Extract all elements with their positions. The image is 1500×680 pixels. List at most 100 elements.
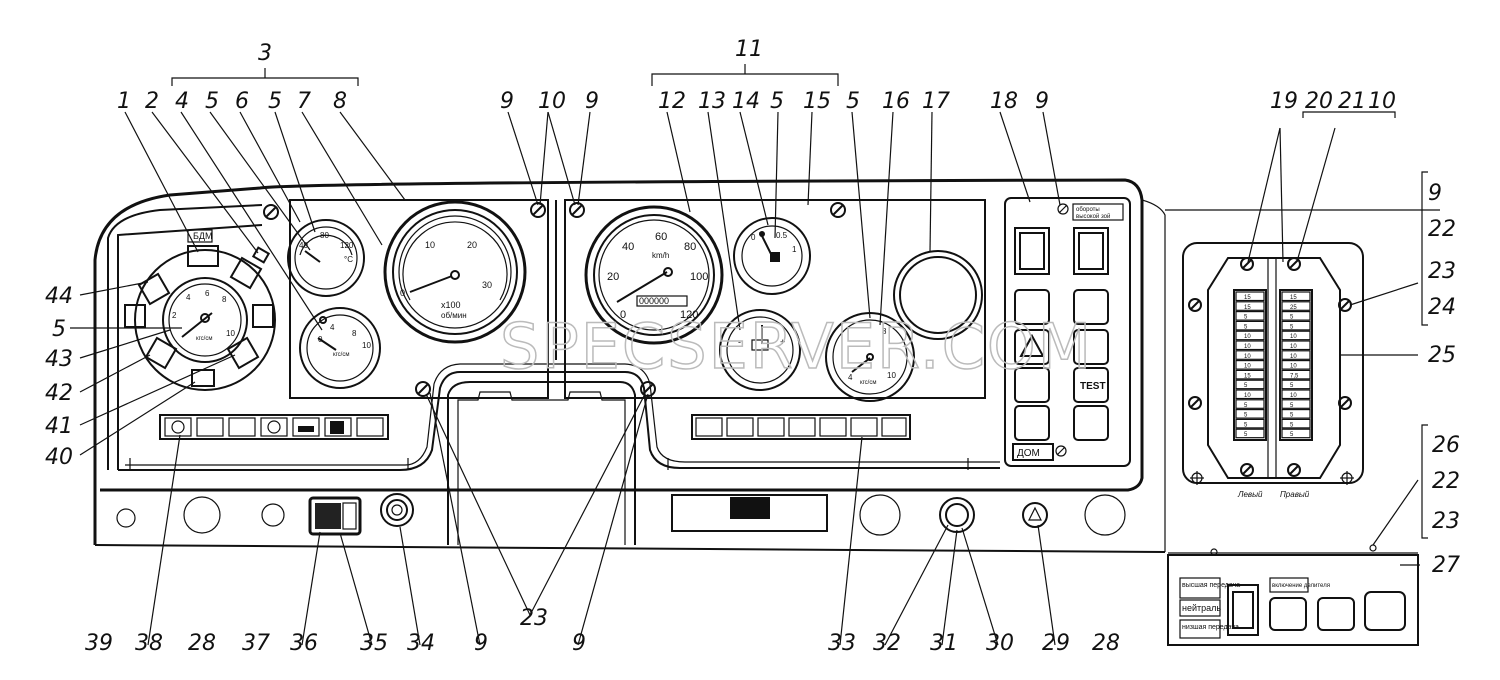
- fuse-slot: [1235, 369, 1265, 380]
- gauge-tick: 2: [172, 311, 177, 320]
- gear-panel: высшая передача нейтраль низшая передача…: [1167, 544, 1419, 646]
- fuse-slot: [1235, 291, 1265, 302]
- callout-22: 22: [1432, 469, 1460, 494]
- gauge-unit: кгс/см: [196, 336, 212, 342]
- fuse-value: 10: [1244, 354, 1251, 360]
- speedometer: 0 20 40 60 80 100 120 km/h 000000: [584, 205, 724, 345]
- fuse-value: 10: [1244, 393, 1251, 399]
- callout-21: 21: [1338, 89, 1366, 114]
- callout-34: 34: [407, 631, 435, 656]
- gauge-unit: кгс/см: [333, 352, 349, 358]
- lower-controls: [116, 493, 1126, 536]
- fuse-value: 5: [1290, 422, 1294, 428]
- fuse-slot: [1235, 428, 1265, 439]
- fuse-value: 10: [1244, 364, 1251, 370]
- callout-22: 22: [1428, 217, 1456, 242]
- callout-41: 41: [45, 414, 73, 439]
- fuse-value: 5: [1244, 324, 1248, 330]
- gauge-tick: 10: [226, 329, 235, 338]
- callout-9: 9: [1428, 181, 1442, 206]
- callout-33: 33: [828, 631, 856, 656]
- fuse-value: 15: [1244, 373, 1251, 379]
- callout-4: 4: [175, 89, 189, 114]
- callout-5: 5: [268, 89, 282, 114]
- oil-pressure-gauge: 0 4 8 10 кгс/см: [299, 307, 381, 389]
- callout-18: 18: [990, 89, 1018, 114]
- fuse-slot: [1281, 320, 1311, 331]
- gear-neutral-label: нейтраль: [1182, 603, 1221, 613]
- callout-9: 9: [572, 631, 586, 656]
- test-label: TEST: [1080, 381, 1106, 392]
- callout-17: 17: [922, 89, 950, 114]
- temperature-gauge: 40 80 120 °С: [287, 219, 365, 297]
- fuse-value: 5: [1290, 383, 1294, 389]
- gauge-unit: °С: [344, 255, 353, 264]
- callout-5: 5: [205, 89, 219, 114]
- fuse-slot: [1281, 360, 1311, 370]
- callout-10: 10: [1368, 89, 1396, 114]
- fuse-slot: [1281, 340, 1311, 351]
- gauge-tick: 8: [882, 327, 887, 336]
- gauge-tick: +: [780, 337, 785, 347]
- callout-8: 8: [333, 89, 347, 114]
- callout-30: 30: [986, 631, 1014, 656]
- fuse-slot: [1281, 399, 1311, 409]
- fuse-slot: [1235, 360, 1265, 370]
- callout-38: 38: [135, 631, 163, 656]
- fuse-value: 15: [1290, 295, 1297, 301]
- fuse-slot: [1281, 428, 1311, 439]
- gauge-tick: 10: [425, 240, 435, 250]
- gauge-unit: km/h: [652, 251, 669, 260]
- leader-lines: [70, 111, 1420, 646]
- gear-upper-label: высшая передача: [1182, 582, 1240, 589]
- gauge-panel-left: [289, 199, 986, 399]
- callout-9: 9: [585, 89, 599, 114]
- fuse-slot: [1281, 369, 1311, 380]
- fuse-label-right: Правый: [1280, 490, 1310, 499]
- callout-9: 9: [474, 631, 488, 656]
- fuse-value: 7,5: [1290, 373, 1299, 379]
- callout-3: 3: [258, 41, 272, 66]
- callout-13: 13: [698, 89, 726, 114]
- lamp-top: [187, 245, 219, 267]
- fuse-value: 10: [1290, 354, 1297, 360]
- callout-43: 43: [45, 347, 73, 372]
- fuse-slot: [1235, 389, 1265, 400]
- gauge-tick: 8: [222, 295, 227, 304]
- voltmeter: - +: [719, 309, 801, 391]
- fuse-value: 5: [1244, 315, 1248, 321]
- gauge-tick: 60: [655, 231, 667, 243]
- gauge-tick: 0: [751, 233, 756, 242]
- oborot-label: обороты: [1076, 207, 1100, 213]
- gauge-tick: 30: [482, 280, 492, 290]
- fuse-value: 5: [1290, 315, 1294, 321]
- callout-1: 1: [117, 89, 131, 114]
- gauge-tick: 120: [340, 241, 354, 250]
- gauge-tick: 6: [205, 289, 210, 298]
- fuse-value: 5: [1244, 403, 1248, 409]
- pressure-gauge-module: 4 6 8 2 10 кгс/см БДМ: [124, 229, 276, 391]
- fuse-value: 5: [1290, 432, 1294, 438]
- callout-20: 20: [1305, 89, 1333, 114]
- dom-label: ДОМ: [1017, 448, 1040, 459]
- gauge-tick: -: [738, 337, 741, 347]
- callout-40: 40: [45, 445, 73, 470]
- fuse-value: 5: [1244, 383, 1248, 389]
- callout-23: 23: [520, 606, 548, 631]
- fuse-value: 5: [1290, 324, 1294, 330]
- fuse-value: 5: [1290, 413, 1294, 419]
- callout-23: 23: [1428, 259, 1456, 284]
- fuse-slot: [1281, 311, 1311, 321]
- fuse-slot: [1235, 409, 1265, 419]
- fuse-value: 10: [1290, 364, 1297, 370]
- gauge-unit: кгс/см: [860, 380, 876, 386]
- gauge-tick: 80: [320, 231, 329, 240]
- fuse-slot: [1281, 389, 1311, 400]
- gauge-tick: 8: [352, 329, 357, 338]
- fuse-value: 10: [1290, 393, 1297, 399]
- callout-11: 11: [735, 37, 763, 62]
- callout-31: 31: [930, 631, 958, 656]
- callout-19: 19: [1270, 89, 1298, 114]
- gauge-tick: 120: [680, 309, 698, 321]
